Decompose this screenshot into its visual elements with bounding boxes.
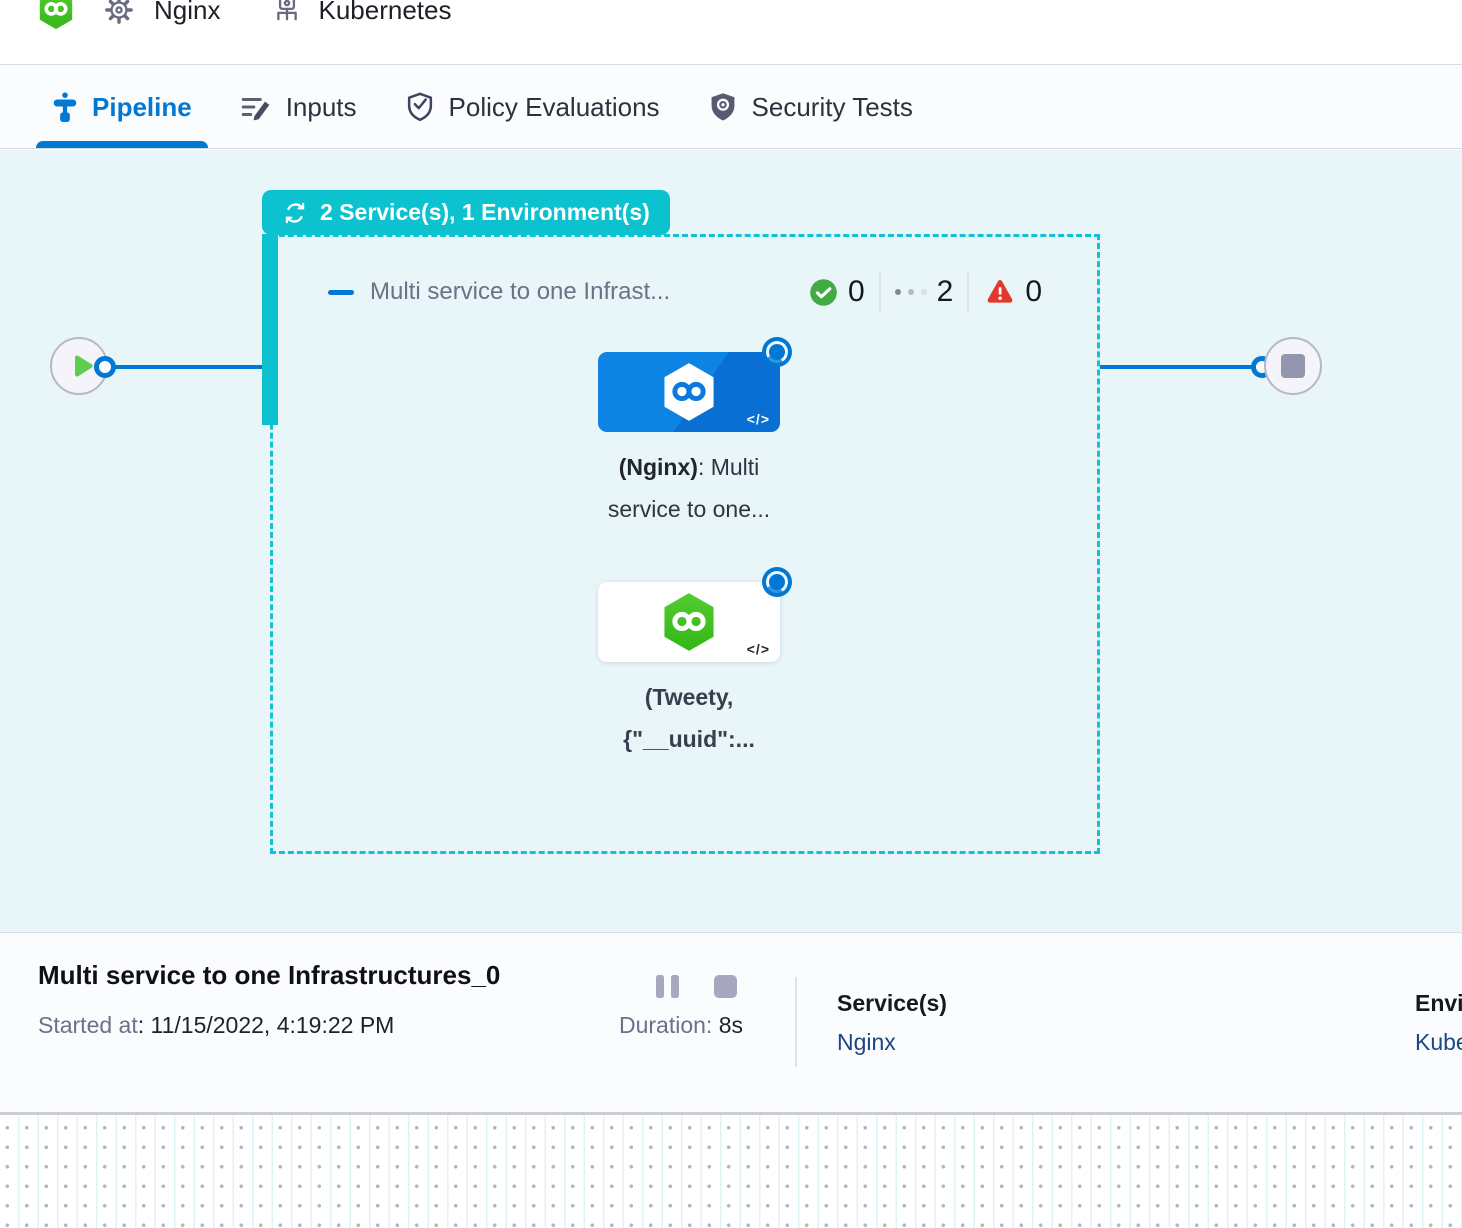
tab-policy-evaluations[interactable]: Policy Evaluations (405, 66, 660, 148)
pipeline-icon (52, 92, 78, 122)
success-count: 0 (847, 275, 865, 308)
harness-hexagon-icon (661, 362, 717, 422)
running-count: 2 (936, 275, 954, 308)
abort-button[interactable] (714, 975, 737, 998)
warning-triangle-icon (985, 278, 1015, 306)
environments-link[interactable]: Kubernetes (1415, 1029, 1462, 1055)
breadcrumb: Nginx Kubernetes (38, 0, 451, 34)
code-icon: </> (746, 641, 770, 657)
dot-grid-canvas (0, 1112, 1462, 1228)
tab-pipeline-label: Pipeline (92, 91, 192, 122)
harness-hexagon-icon (661, 592, 717, 652)
services-link[interactable]: Nginx (837, 1029, 896, 1055)
service-node-nginx[interactable]: </> (598, 352, 780, 432)
breadcrumb-header: Nginx Kubernetes (0, 0, 1462, 65)
breadcrumb-environment-name[interactable]: Kubernetes (318, 0, 452, 25)
started-at: Started at: 11/15/2022, 4:19:22 PM (38, 1012, 395, 1038)
shield-check-icon (405, 91, 435, 123)
stage-group-badge[interactable]: 2 Service(s), 1 Environment(s) (262, 190, 670, 235)
connector-line-left (106, 365, 270, 369)
node-spinner-nginx (762, 337, 792, 367)
services-column: Service(s) Nginx (837, 990, 947, 1056)
tab-security-tests[interactable]: Security Tests (708, 66, 913, 148)
gear-icon (104, 0, 134, 25)
stage-group-badge-label: 2 Service(s), 1 Environment(s) (320, 199, 650, 225)
node-spinner-tweety (762, 567, 792, 597)
success-check-icon (809, 278, 838, 307)
stop-icon (714, 975, 737, 998)
play-icon (69, 353, 95, 379)
stage-header: Multi service to one Infrast... 0 2 (328, 269, 1042, 315)
refresh-icon (282, 200, 308, 226)
failed-count: 0 (1025, 275, 1042, 308)
connector-line-right (1100, 365, 1252, 369)
breadcrumb-service-name[interactable]: Nginx (154, 0, 221, 25)
tab-security-tests-label: Security Tests (751, 91, 913, 122)
footer-divider (795, 977, 797, 1067)
stage-status-counts: 0 2 0 (809, 271, 1042, 313)
pause-icon (671, 975, 679, 998)
shield-scan-icon (708, 91, 738, 123)
tab-bar: Pipeline Inputs Policy Evaluations (0, 66, 1462, 149)
count-divider (967, 271, 970, 313)
code-icon: </> (746, 411, 770, 427)
pause-icon (656, 975, 664, 998)
infrastructure-icon (272, 0, 302, 25)
connector-ring-left[interactable] (94, 356, 116, 378)
end-node (1264, 337, 1322, 395)
tab-inputs-label: Inputs (285, 91, 357, 122)
execution-title: Multi service to one Infrastructures_0 (38, 960, 501, 990)
stage-group-box[interactable] (270, 234, 1100, 854)
service-node-label-tweety: (Tweety, {"__uuid":... (623, 684, 755, 752)
pause-button[interactable] (656, 975, 679, 998)
services-label: Service(s) (837, 990, 947, 1016)
stage-title: Multi service to one Infrast... (370, 278, 671, 305)
running-dots-icon (894, 289, 927, 295)
inputs-edit-icon (240, 93, 272, 121)
stop-square-icon (1281, 354, 1305, 378)
harness-service-logo-icon (38, 0, 74, 30)
pipeline-canvas: 2 Service(s), 1 Environment(s) Multi ser… (0, 150, 1462, 932)
collapse-minus-icon[interactable] (328, 289, 354, 295)
tab-policy-evaluations-label: Policy Evaluations (448, 91, 660, 122)
environments-column: Environment(s) Kubernetes (1415, 990, 1462, 1056)
tab-pipeline[interactable]: Pipeline (36, 66, 208, 148)
service-node-tweety[interactable]: </> (598, 582, 780, 662)
execution-info-bar: Multi service to one Infrastructures_0 S… (0, 932, 1462, 1112)
stage-selection-strip (262, 234, 278, 425)
environments-label: Environment(s) (1415, 990, 1462, 1016)
service-node-label-nginx: (Nginx): Multi service to one... (607, 454, 771, 522)
duration: Duration: 8s (619, 1012, 744, 1038)
tab-inputs[interactable]: Inputs (240, 66, 357, 148)
count-divider (878, 271, 881, 313)
